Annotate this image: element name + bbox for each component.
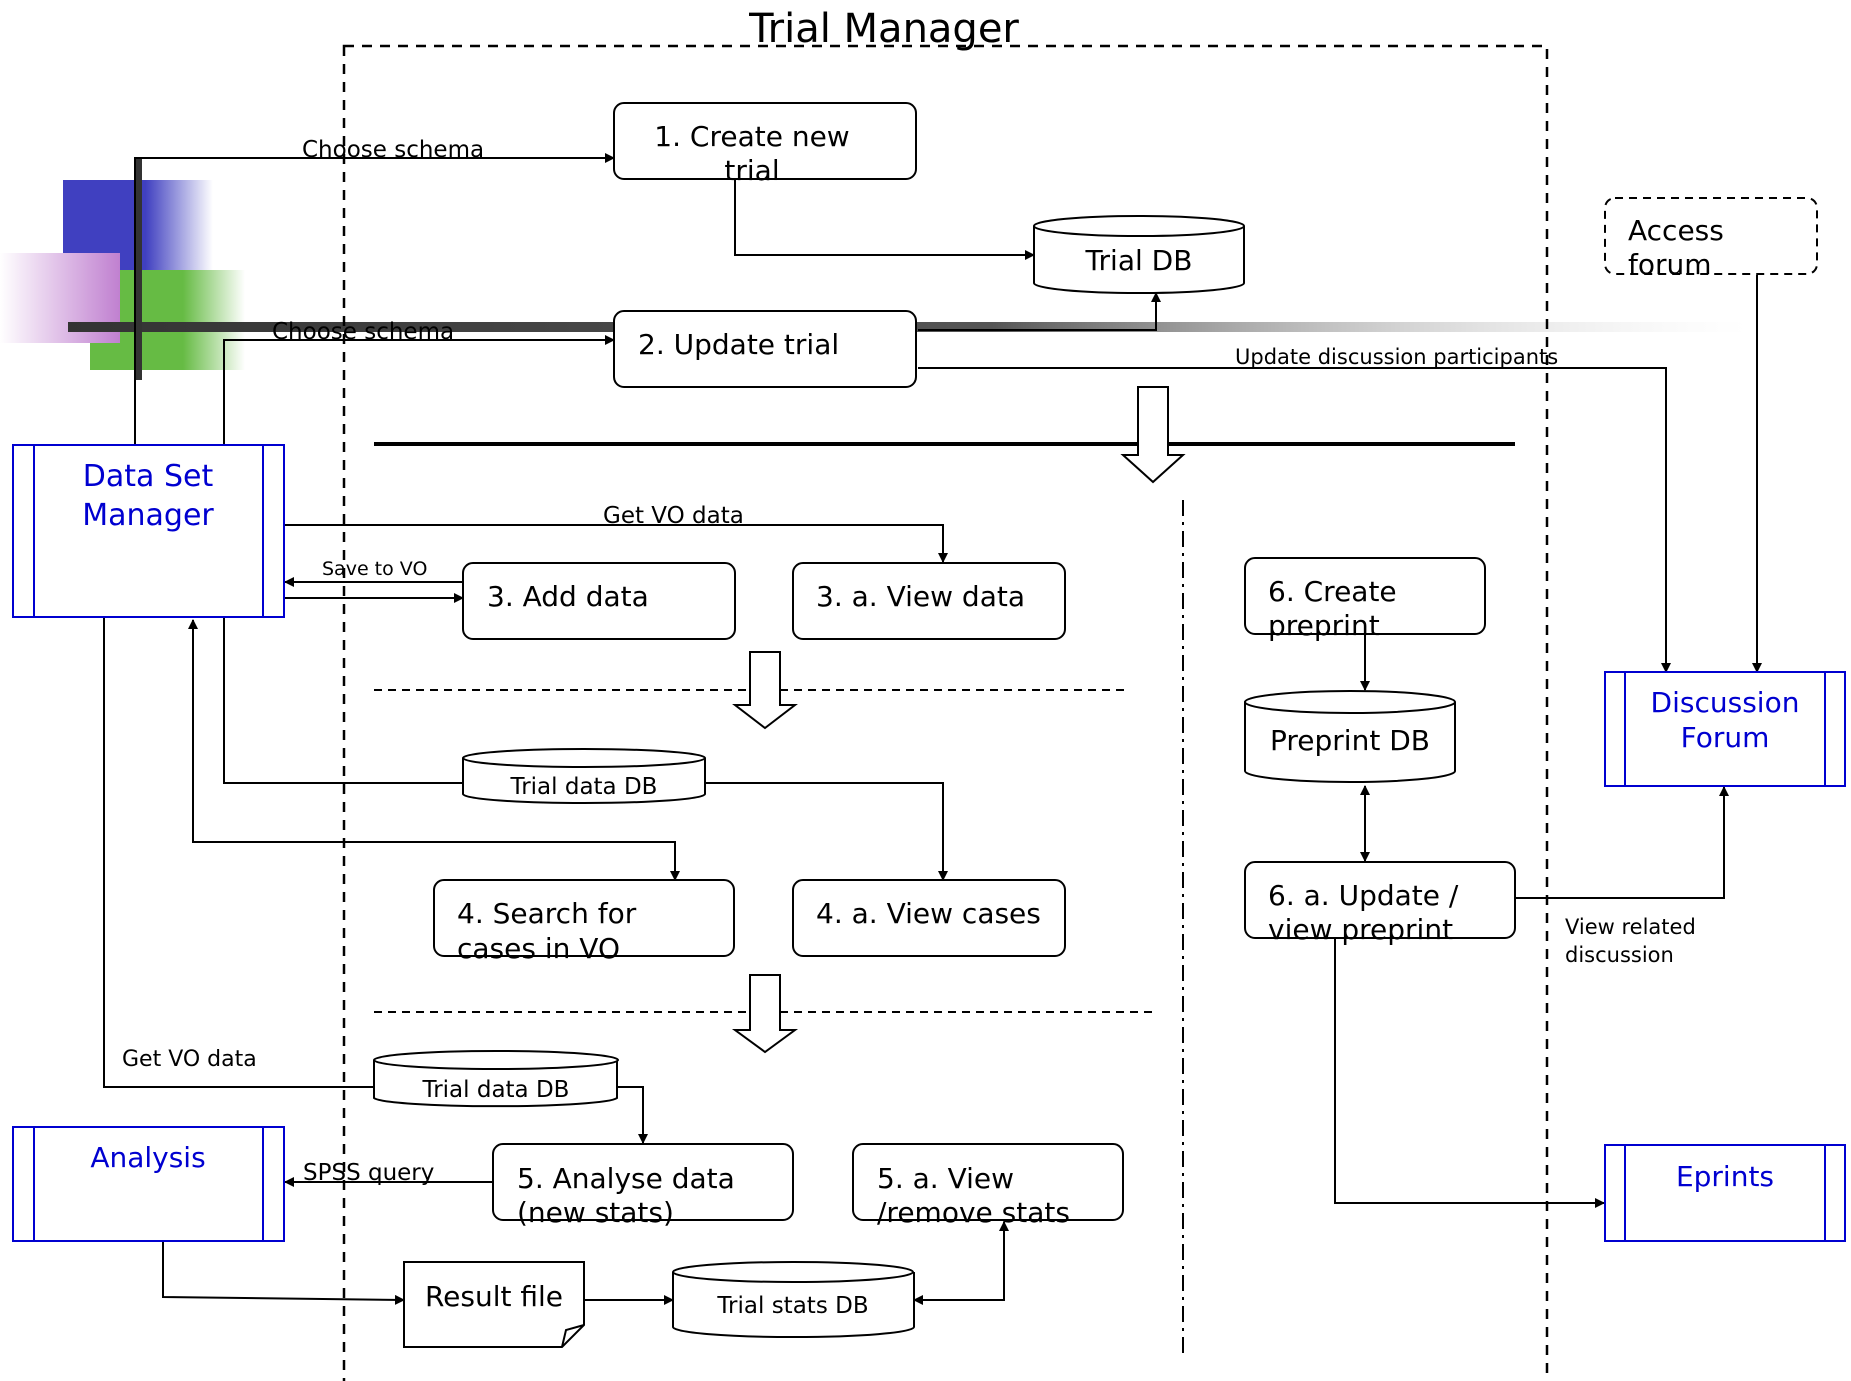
phase-down-arrow-2 bbox=[732, 651, 798, 730]
process-analyse-data[interactable]: 5. Analyse data (new stats) bbox=[492, 1143, 794, 1229]
external-discussion-forum[interactable]: Discussion Forum bbox=[1604, 671, 1846, 787]
process-create-new-trial[interactable]: 1. Create new trial bbox=[613, 102, 917, 187]
process-label-line: 4. a. View cases bbox=[816, 897, 1041, 930]
db-trial-data-db-upper: Trial data DB bbox=[462, 748, 706, 804]
connector-dsm-search-cases bbox=[188, 619, 680, 881]
db-label: Trial data DB bbox=[422, 1077, 570, 1103]
process-view-remove-stats[interactable]: 5. a. View /remove stats bbox=[852, 1143, 1124, 1229]
process-label-line: 3. Add data bbox=[487, 580, 649, 613]
label-spss-query: SPSS query bbox=[303, 1160, 434, 1186]
process-label-line: /remove stats bbox=[877, 1196, 1070, 1229]
external-analysis[interactable]: Analysis bbox=[12, 1126, 285, 1242]
external-data-set-manager[interactable]: Data Set Manager bbox=[12, 444, 285, 618]
connector-dsm-to-trial-data-db-lower bbox=[103, 618, 374, 1088]
process-update-trial[interactable]: 2. Update trial bbox=[613, 310, 917, 388]
process-label-line: forum bbox=[1628, 248, 1712, 281]
phase-down-arrow-1 bbox=[1120, 386, 1186, 484]
connector-analysis-to-result-file bbox=[162, 1240, 405, 1305]
process-label-line: trial bbox=[724, 154, 779, 187]
label-choose-schema-top: Choose schema bbox=[302, 137, 484, 163]
document-result-file[interactable]: Result file bbox=[403, 1261, 585, 1348]
process-label-line: 5. a. View bbox=[877, 1162, 1014, 1195]
connector-update-trial-to-trial-db bbox=[918, 292, 1161, 331]
process-label-line: 6. Create bbox=[1268, 575, 1397, 608]
label-view-related-discussion: View related bbox=[1565, 915, 1696, 939]
external-label-line: Manager bbox=[82, 498, 214, 533]
db-label: Trial data DB bbox=[510, 774, 658, 800]
diagram-title: Trial Manager bbox=[748, 6, 1019, 52]
connector-trial-data-db-to-view-cases bbox=[705, 782, 948, 881]
connector-dsm-to-view-data bbox=[285, 524, 948, 563]
external-eprints[interactable]: Eprints bbox=[1604, 1144, 1846, 1242]
phase-down-arrow-3 bbox=[731, 974, 799, 1054]
process-label-line: 1. Create new bbox=[654, 120, 849, 153]
process-label-line: 4. Search for bbox=[457, 897, 637, 930]
process-create-preprint[interactable]: 6. Create preprint bbox=[1244, 557, 1486, 642]
db-label: Trial DB bbox=[1085, 244, 1193, 277]
process-label-line: Access bbox=[1628, 214, 1724, 247]
external-label-line: Eprints bbox=[1676, 1160, 1774, 1193]
process-label-line: 2. Update trial bbox=[638, 328, 839, 361]
process-label-line: view preprint bbox=[1268, 913, 1453, 946]
db-preprint-db: Preprint DB bbox=[1244, 690, 1456, 783]
process-label-line: 5. Analyse data bbox=[517, 1162, 735, 1195]
process-label-line: preprint bbox=[1268, 609, 1380, 642]
process-search-for-cases[interactable]: 4. Search for cases in VO bbox=[433, 879, 735, 965]
process-label-line: cases in VO bbox=[457, 932, 620, 965]
connector-create-trial-to-trial-db bbox=[734, 180, 1035, 260]
external-label-line: Forum bbox=[1681, 721, 1770, 754]
db-trial-data-db-lower: Trial data DB bbox=[373, 1050, 619, 1108]
label-get-vo-data-bottom: Get VO data bbox=[122, 1047, 257, 1072]
document-label: Result file bbox=[425, 1280, 563, 1313]
process-access-forum[interactable]: Access forum bbox=[1604, 197, 1818, 281]
external-label-line: Data Set bbox=[83, 459, 214, 494]
db-label: Preprint DB bbox=[1270, 724, 1430, 757]
label-choose-schema-bottom: Choose schema bbox=[272, 319, 454, 345]
process-view-cases[interactable]: 4. a. View cases bbox=[792, 879, 1066, 957]
process-add-data[interactable]: 3. Add data bbox=[462, 562, 736, 640]
connector-update-trial-to-discussion bbox=[918, 367, 1671, 673]
db-trial-db: Trial DB bbox=[1033, 215, 1245, 294]
process-label-line: 3. a. View data bbox=[816, 580, 1025, 613]
label-save-to-vo: Save to VO bbox=[322, 558, 427, 580]
db-trial-stats-db: Trial stats DB bbox=[672, 1261, 915, 1339]
process-view-data[interactable]: 3. a. View data bbox=[792, 562, 1066, 640]
connector-dsm-to-update-trial bbox=[223, 335, 615, 445]
db-label: Trial stats DB bbox=[716, 1293, 868, 1319]
label-update-discussion-participants: Update discussion participants bbox=[1235, 345, 1558, 369]
connector-trial-data-db-to-analyse bbox=[617, 1086, 648, 1144]
connector-update-preprint-to-discussion bbox=[1515, 786, 1729, 899]
external-label-line: Discussion bbox=[1651, 686, 1800, 719]
process-update-view-preprint[interactable]: 6. a. Update / view preprint bbox=[1244, 861, 1516, 946]
connector-update-preprint-to-eprints bbox=[1334, 938, 1605, 1208]
external-label-line: Analysis bbox=[90, 1141, 205, 1174]
label-get-vo-data-top: Get VO data bbox=[603, 503, 744, 529]
process-label-line: (new stats) bbox=[517, 1196, 674, 1229]
connector-dsm-to-create-trial bbox=[134, 153, 615, 445]
process-label-line: 6. a. Update / bbox=[1268, 879, 1459, 912]
connector-trial-stats-db-view-stats bbox=[913, 1221, 1009, 1305]
label-view-related-discussion: discussion bbox=[1565, 943, 1674, 967]
connectors bbox=[103, 153, 1762, 1305]
